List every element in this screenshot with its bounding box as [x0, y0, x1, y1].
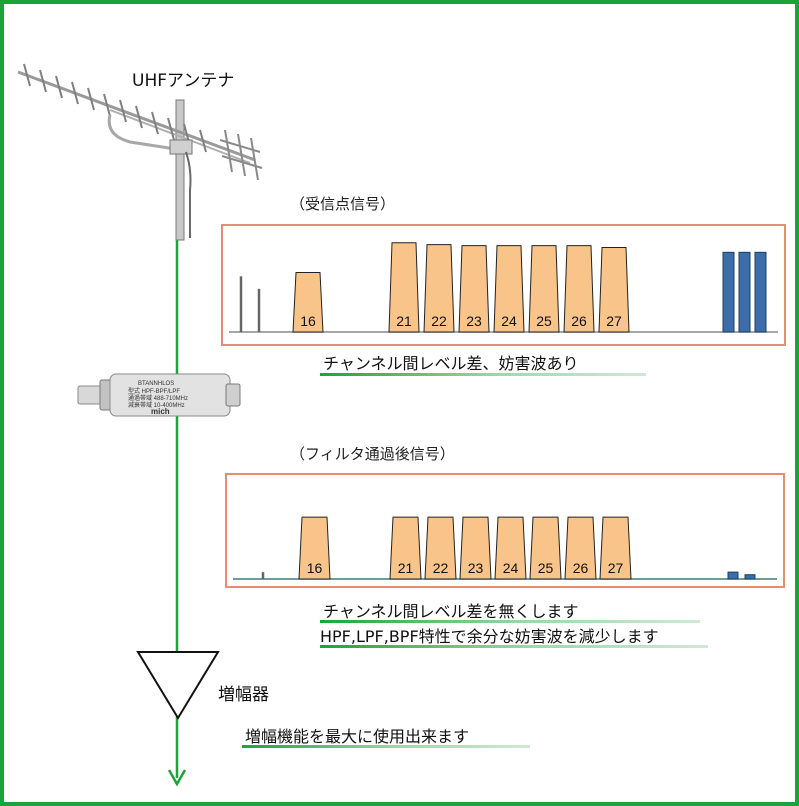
- filtered-interference-bar: [727, 571, 739, 580]
- filtered-channel-label: 27: [608, 560, 624, 576]
- filtered-channel-25: [529, 516, 562, 580]
- received-channel-label: 21: [396, 313, 412, 329]
- filtered-channel-23: [459, 516, 492, 580]
- amplifier-icon: [136, 651, 220, 720]
- received-interference-bar: [722, 251, 735, 333]
- filtered-note-1-underline: [320, 620, 700, 623]
- filter-device-text-3: 通過帯域 488-710MHz: [128, 394, 188, 402]
- filtered-channel-label: 26: [573, 560, 589, 576]
- filter-device-text-1: BTANNHLOS: [138, 381, 174, 387]
- filtered-spectrum: 16 21 22 23 24 25 26 27: [233, 516, 777, 580]
- received-channel-label: 23: [466, 313, 482, 329]
- received-channel-label: 22: [431, 313, 447, 329]
- antenna-icon: [17, 63, 263, 241]
- filtered-channel-21: [389, 516, 422, 580]
- received-channel-21: [388, 242, 420, 333]
- received-interference-bar: [738, 251, 751, 333]
- filtered-interference-bar: [744, 574, 756, 580]
- filtered-channel-label: 21: [398, 560, 414, 576]
- received-interference-bar: [754, 251, 767, 333]
- received-panel-title: （受信点信号）: [290, 195, 396, 213]
- filtered-channel-label: 25: [538, 560, 554, 576]
- filter-device-brand: mich: [151, 407, 170, 416]
- received-channel-label: 25: [536, 313, 552, 329]
- received-channel-label: 24: [501, 313, 517, 329]
- filtered-note-2-underline: [320, 645, 708, 648]
- filtered-channel-16: [298, 516, 331, 580]
- received-channel-27: [598, 247, 630, 333]
- received-channel-24: [493, 245, 525, 333]
- received-note: チャンネル間レベル差、妨害波あり: [323, 354, 579, 373]
- received-note-underline: [320, 373, 646, 376]
- filtered-channel-label: 24: [503, 560, 519, 576]
- filtered-note-2: HPF,LPF,BPF特性で余分な妨害波を減少します: [320, 627, 659, 646]
- filtered-channel-26: [564, 516, 597, 580]
- received-channel-22: [423, 244, 455, 333]
- received-signal-panel: 16 21 22 23 24 25 26 27: [221, 224, 786, 346]
- arrow-down-icon: [167, 769, 187, 787]
- filtered-channel-27: [599, 516, 632, 580]
- filtered-channel-22: [424, 516, 457, 580]
- antenna-label: UHFアンテナ: [132, 71, 235, 91]
- filtered-channel-label: 16: [307, 560, 323, 576]
- received-channel-25: [528, 245, 560, 333]
- filtered-channel-label: 22: [433, 560, 449, 576]
- received-channel-26: [563, 245, 595, 333]
- received-channel-label: 16: [300, 313, 316, 329]
- filtered-note-1: チャンネル間レベル差を無くします: [323, 602, 579, 621]
- filtered-channel-24: [494, 516, 527, 580]
- received-channel-label: 26: [571, 313, 587, 329]
- filtered-signal-panel: 16 21 22 23 24 25 26 27: [225, 473, 785, 588]
- amplifier-note: 増幅機能を最大に使用出来ます: [245, 727, 470, 746]
- filtered-channel-label: 23: [468, 560, 484, 576]
- filtered-panel-title: （フィルタ通過後信号）: [290, 445, 455, 463]
- filter-device-text-2: 型式 HPF-BPF/LPF: [128, 387, 180, 395]
- received-channel-16: [292, 271, 324, 333]
- filter-device-text-4: 減衰帯域 10-400MHz: [128, 401, 185, 409]
- filter-device-icon: BTANNHLOS 型式 HPF-BPF/LPF 通過帯域 488-710MHz…: [77, 373, 241, 417]
- amplifier-label: 増幅器: [218, 685, 269, 705]
- received-channel-23: [458, 245, 490, 333]
- received-channel-label: 27: [606, 313, 622, 329]
- amplifier-note-underline: [242, 745, 530, 748]
- received-spectrum: 16 21 22 23 24 25 26 27: [229, 242, 778, 333]
